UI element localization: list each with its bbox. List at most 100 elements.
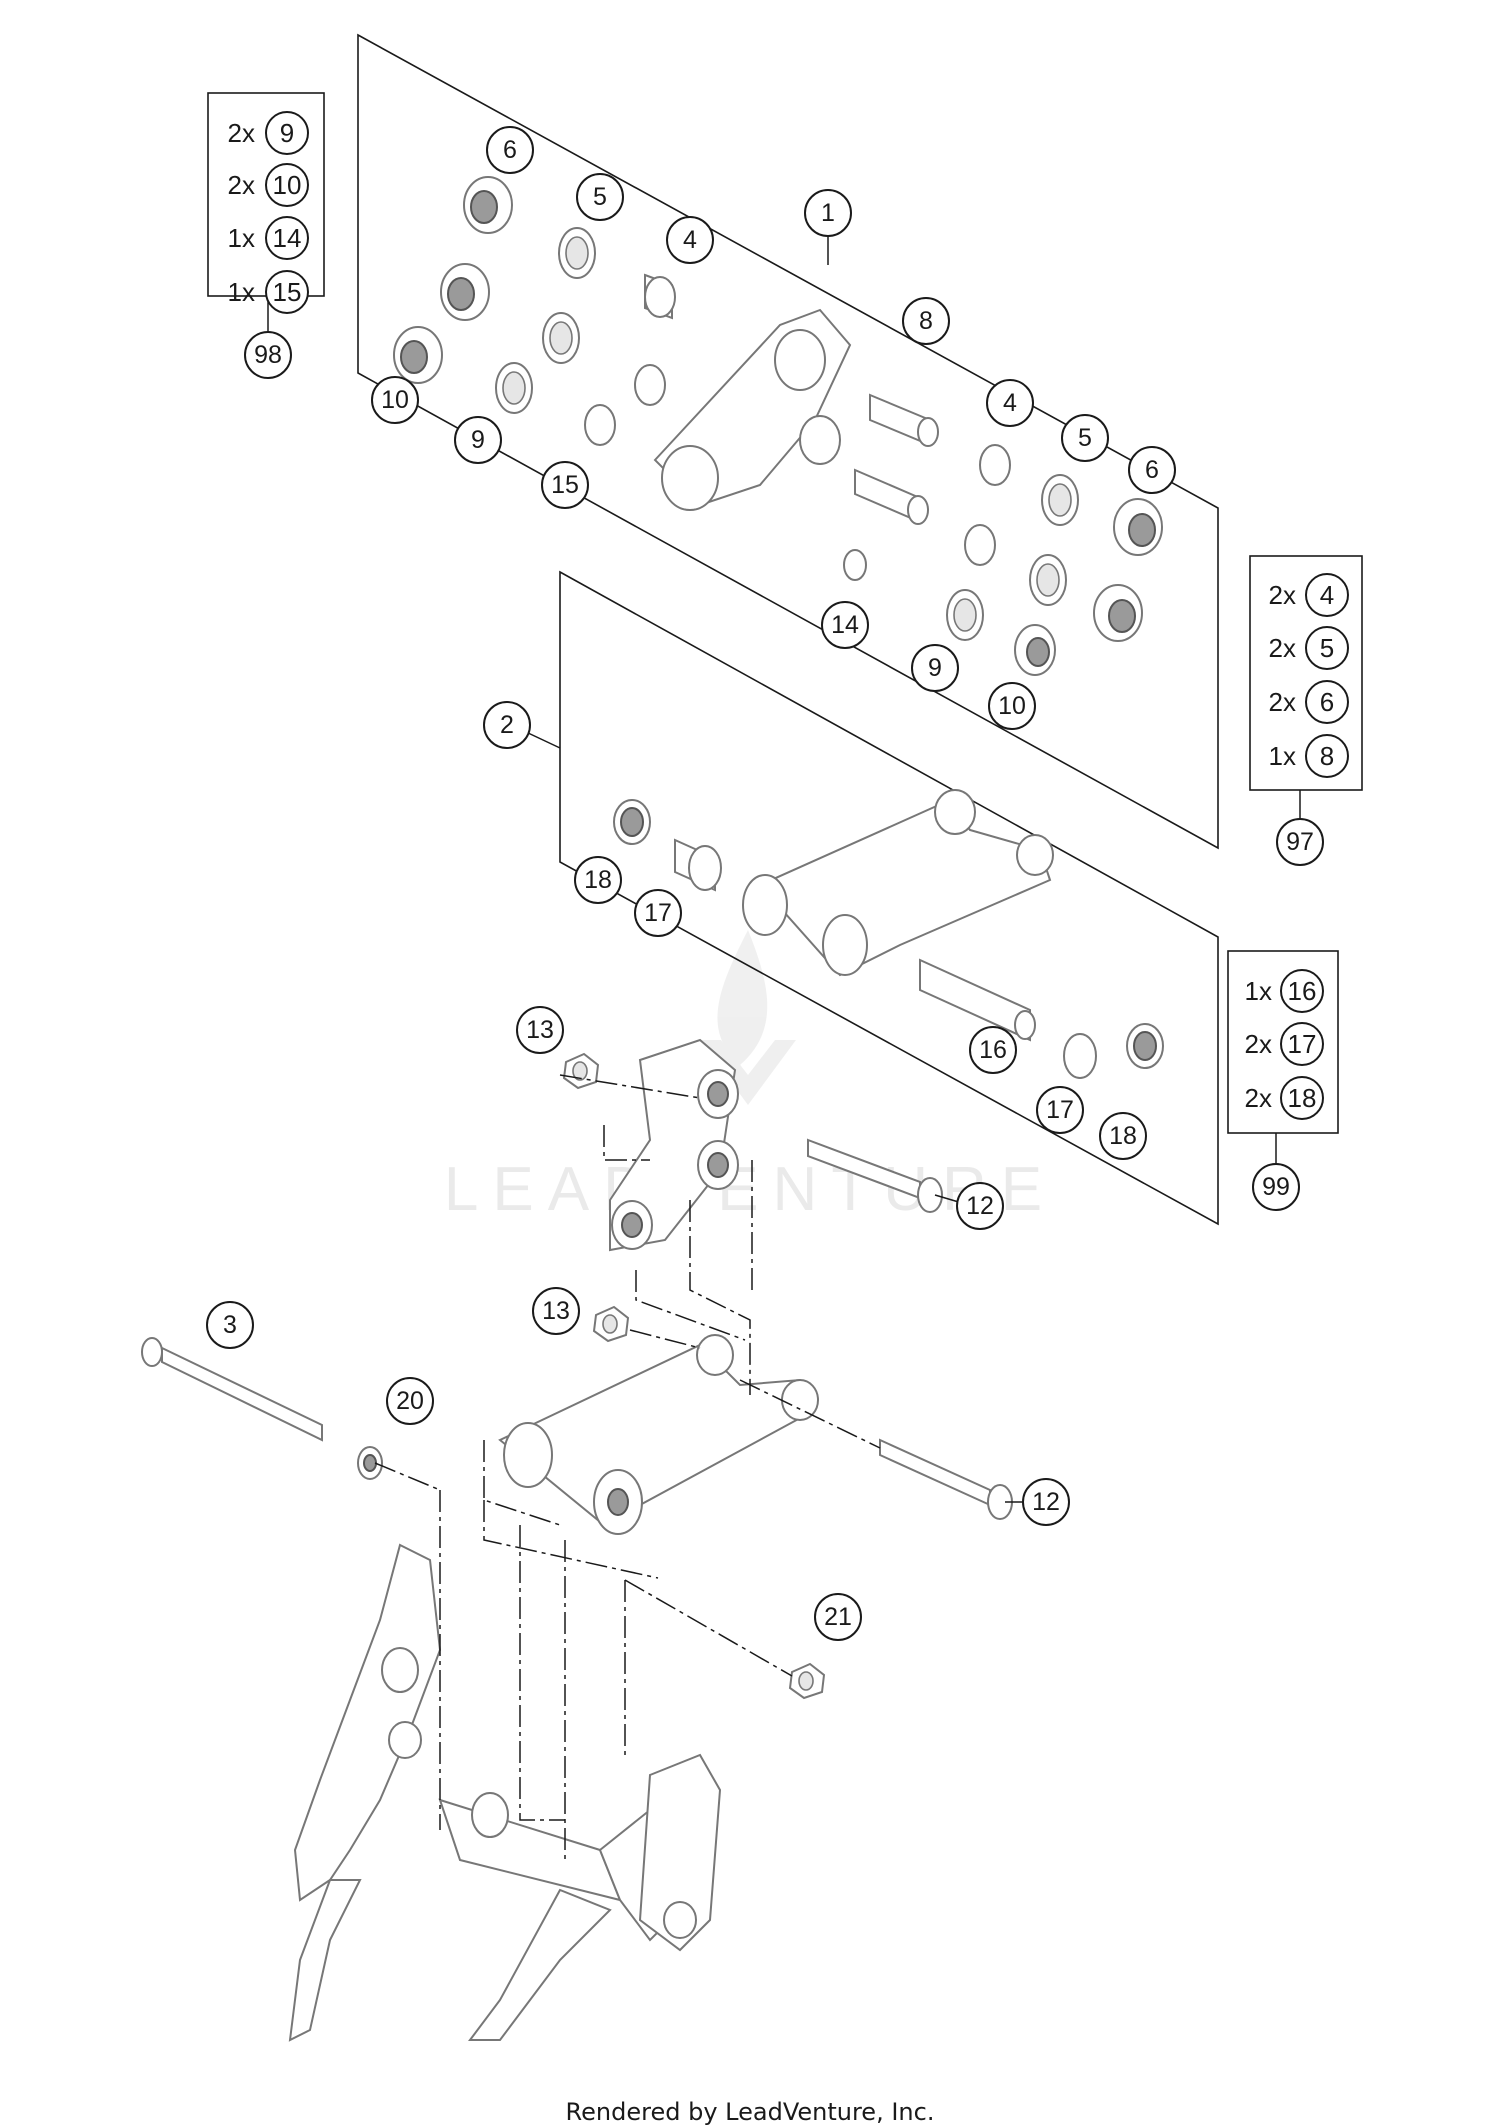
callout-6-label: 6 [1145, 456, 1159, 484]
kit-97-part: 4 [1320, 580, 1334, 610]
callout-5-label: 5 [593, 183, 607, 211]
callout-18[interactable]: 18 [1099, 1112, 1147, 1160]
bearing-6-top [463, 176, 513, 234]
kit-97-part: 6 [1320, 687, 1334, 717]
kit-97-qty: 2x [1269, 633, 1296, 663]
callout-10-label: 10 [381, 386, 409, 414]
kit-98-qty: 1x [228, 277, 255, 307]
callout-14[interactable]: 14 [821, 601, 869, 649]
kit-99-qty: 2x [1245, 1083, 1272, 1113]
callout-4-label: 4 [1003, 389, 1017, 417]
callout-9-label: 9 [471, 426, 485, 454]
callout-8-label: 8 [919, 307, 933, 335]
panel-kit-1 [357, 33, 1219, 850]
callout-20[interactable]: 20 [386, 1377, 434, 1425]
callout-97-label: 97 [1286, 828, 1314, 856]
callout-16-label: 16 [979, 1036, 1007, 1064]
kit-98-row-3: 1x 14 [228, 216, 309, 260]
callout-18-label: 18 [1109, 1122, 1137, 1150]
kit-99-row-2: 2x 17 [1245, 1022, 1324, 1066]
callout-10[interactable]: 10 [371, 376, 419, 424]
kit-98-part: 10 [273, 170, 302, 200]
bushing-4-top [644, 273, 676, 320]
washer-5-right-mid [1029, 554, 1067, 606]
callout-17[interactable]: 17 [634, 889, 682, 937]
footer-credit: Rendered by LeadVenture, Inc. [565, 2098, 935, 2126]
callout-21-label: 21 [824, 1603, 852, 1631]
kit-98-row-1: 2x 9 [228, 111, 309, 155]
callout-3[interactable]: 3 [206, 1301, 254, 1349]
callout-4[interactable]: 4 [986, 379, 1034, 427]
seal-18-left [613, 799, 651, 845]
callout-13[interactable]: 13 [516, 1006, 564, 1054]
linkage-lever-assembled [609, 1038, 739, 1252]
callout-6[interactable]: 6 [1128, 446, 1176, 494]
nut-13-top [562, 1052, 600, 1090]
callout-18[interactable]: 18 [574, 856, 622, 904]
callout-15[interactable]: 15 [541, 461, 589, 509]
bolt-12-top [807, 1138, 943, 1213]
callout-17[interactable]: 17 [1036, 1086, 1084, 1134]
callout-5-label: 5 [1078, 424, 1092, 452]
callout-98[interactable]: 98 [244, 331, 292, 379]
callout-17-label: 17 [1046, 1096, 1074, 1124]
washer-5-mid [542, 312, 580, 364]
kit-97-row-3: 2x 6 [1269, 680, 1349, 724]
callout-14-label: 14 [831, 611, 859, 639]
callout-6-label: 6 [503, 136, 517, 164]
kit-97-qty: 2x [1269, 687, 1296, 717]
bushing-17-left [674, 838, 722, 892]
callout-12[interactable]: 12 [956, 1182, 1004, 1230]
kit-99-row-3: 2x 18 [1245, 1076, 1324, 1120]
callout-1[interactable]: 1 [804, 189, 852, 237]
callout-13[interactable]: 13 [532, 1287, 580, 1335]
callout-2-label: 2 [500, 711, 514, 739]
callout-2[interactable]: 2 [483, 701, 531, 749]
callout-9[interactable]: 9 [454, 416, 502, 464]
callout-6[interactable]: 6 [486, 126, 534, 174]
kit-98-part: 14 [273, 223, 302, 253]
callout-17-label: 17 [644, 899, 672, 927]
kit-97-row-4: 1x 8 [1269, 734, 1349, 778]
bearing-6-right-lower [1093, 584, 1143, 642]
kit-97-part: 5 [1320, 633, 1334, 663]
callout-5[interactable]: 5 [1061, 414, 1109, 462]
linkage-lever [653, 308, 852, 511]
kit-97-row-1: 2x 4 [1269, 573, 1349, 617]
washer-5-right-top [1041, 474, 1079, 526]
bushing-14 [843, 549, 867, 581]
callout-99-label: 99 [1262, 1173, 1290, 1201]
kit-97-qty: 2x [1269, 580, 1296, 610]
callout-5[interactable]: 5 [576, 173, 624, 221]
bearing-10-right [1014, 624, 1056, 676]
callout-12[interactable]: 12 [1022, 1478, 1070, 1526]
callout-8[interactable]: 8 [902, 297, 950, 345]
callout-4[interactable]: 4 [666, 216, 714, 264]
kit-99-qty: 1x [1245, 976, 1272, 1006]
callout-20-label: 20 [396, 1387, 424, 1415]
callout-21[interactable]: 21 [814, 1593, 862, 1641]
kit-98-qty: 2x [228, 170, 255, 200]
seal-18-right [1126, 1023, 1164, 1069]
alignment-lines [374, 1074, 881, 1860]
kit-98-row-2: 2x 10 [228, 163, 309, 207]
callout-10[interactable]: 10 [988, 682, 1036, 730]
bearing-10-left [393, 326, 443, 384]
kit-99-row-1: 1x 16 [1245, 969, 1324, 1013]
callout-12-label: 12 [1032, 1488, 1060, 1516]
kit-98-qty: 1x [228, 223, 255, 253]
callout-97[interactable]: 97 [1276, 818, 1324, 866]
callout-13-label: 13 [542, 1297, 570, 1325]
callout-1-label: 1 [821, 199, 835, 227]
callout-9[interactable]: 9 [911, 644, 959, 692]
sleeve-16 [919, 958, 1036, 1042]
kit-99-part: 16 [1288, 976, 1317, 1006]
bolt-3 [141, 1337, 323, 1442]
bushing-4-right-top [979, 444, 1011, 486]
kit-box-99: 1x 16 2x 17 2x 18 [1227, 950, 1339, 1134]
callout-16[interactable]: 16 [969, 1026, 1017, 1074]
callout-99[interactable]: 99 [1252, 1163, 1300, 1211]
nut-13-mid [592, 1305, 630, 1343]
kit-99-qty: 2x [1245, 1029, 1272, 1059]
callout-18-label: 18 [584, 866, 612, 894]
